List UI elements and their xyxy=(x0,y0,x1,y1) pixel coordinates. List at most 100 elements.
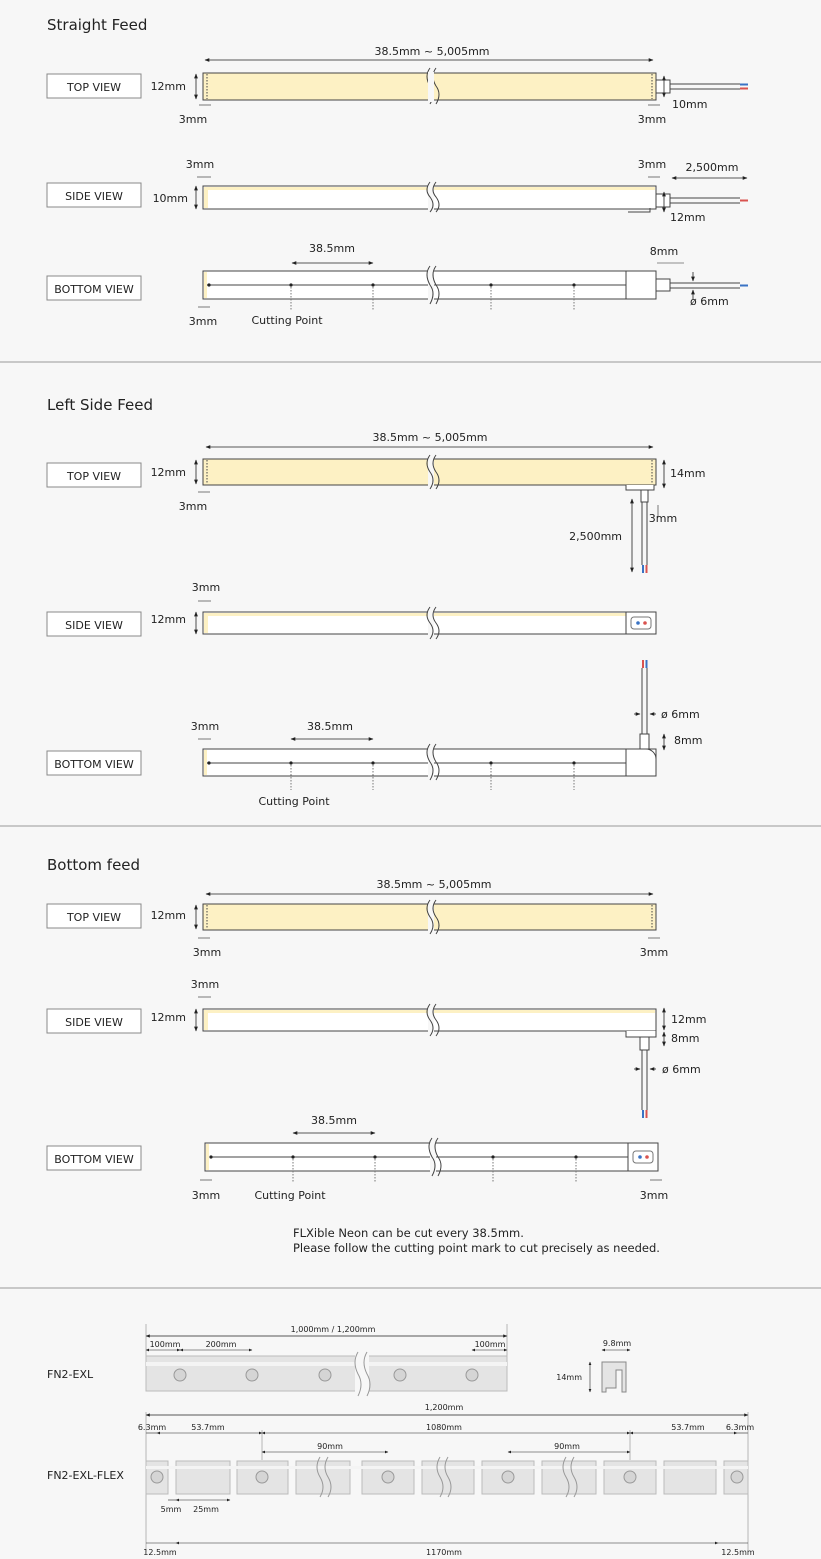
section-title: Straight Feed xyxy=(47,16,147,34)
end-cap xyxy=(628,208,651,213)
bottom-side-view: SIDE VIEW 12mm 3mm 12mm 8mm ø 6mm xyxy=(46,978,706,1118)
flex-pitch-left-label: 90mm xyxy=(317,1442,343,1451)
end-cap xyxy=(655,193,671,208)
cutting-point xyxy=(572,283,576,287)
view-label: TOP VIEW xyxy=(66,470,121,483)
view-label: TOP VIEW xyxy=(66,81,121,94)
flex-gap-label: 5mm xyxy=(161,1505,182,1514)
exl-name: FN2-EXL xyxy=(47,1368,94,1381)
left-margin-label: 3mm xyxy=(179,113,207,126)
left-margin-label: 3mm xyxy=(189,315,217,328)
led-face xyxy=(204,272,207,298)
cable-dia-label: ø 6mm xyxy=(690,295,729,308)
wire-red xyxy=(643,621,647,625)
section-straight-feed: Straight Feed TOP VIEW 38.5mm ~ 5,005mm … xyxy=(46,16,748,328)
left-margin-label: 3mm xyxy=(192,581,220,594)
break-gap xyxy=(428,607,434,639)
left-top-view: TOP VIEW 38.5mm ~ 5,005mm 12mm 14mm 3mm … xyxy=(46,431,705,573)
cutting-points xyxy=(207,761,576,790)
flex-left-edge-label: 6.3mm xyxy=(138,1423,167,1432)
cable-gland xyxy=(640,489,649,503)
view-label: BOTTOM VIEW xyxy=(54,283,134,296)
mounting-hole xyxy=(150,1470,164,1484)
right-margin-label: 3mm xyxy=(640,946,668,959)
section-left-side-feed: Left Side Feed TOP VIEW 38.5mm ~ 5,005mm… xyxy=(46,396,705,808)
break-mark xyxy=(426,454,434,490)
view-label: BOTTOM VIEW xyxy=(54,758,134,771)
view-label-box xyxy=(46,275,142,301)
mounting-hole xyxy=(501,1470,515,1484)
left-margin-label: 3mm xyxy=(193,946,221,959)
right-margin-label: 3mm xyxy=(638,113,666,126)
mounting-hole xyxy=(173,1368,187,1382)
break-mark xyxy=(426,265,434,305)
flex-bottom-middle-label: 1170mm xyxy=(426,1548,462,1557)
view-label-box xyxy=(46,1145,142,1171)
flex-left-first-label: 53.7mm xyxy=(191,1423,225,1432)
section-title: Left Side Feed xyxy=(47,396,153,414)
end-cap xyxy=(655,79,671,94)
end-cap-label: 8mm xyxy=(671,1032,699,1045)
break-mark xyxy=(432,265,440,305)
view-label-box xyxy=(46,750,142,776)
profile-shape xyxy=(601,1361,627,1393)
profile-width-label: 9.8mm xyxy=(603,1339,632,1348)
mounting-hole xyxy=(393,1368,407,1382)
flex-middle-label: 1080mm xyxy=(426,1423,462,1432)
view-label: SIDE VIEW xyxy=(65,190,123,203)
end-cap xyxy=(625,270,657,300)
exl-total-label: 1,000mm / 1,200mm xyxy=(291,1325,376,1334)
break-gap xyxy=(428,266,434,304)
cutting-points xyxy=(207,283,576,310)
mounting-hole xyxy=(245,1368,259,1382)
view-label: BOTTOM VIEW xyxy=(54,1153,134,1166)
break-mark xyxy=(432,181,440,213)
break-gap xyxy=(428,72,434,102)
flex-right-edge-label: 6.3mm xyxy=(726,1423,755,1432)
view-label-box xyxy=(46,462,142,488)
end-cap xyxy=(625,748,657,777)
cutting-point xyxy=(371,283,375,287)
mounting-hole xyxy=(381,1470,395,1484)
flex-right-first-label: 53.7mm xyxy=(671,1423,705,1432)
left-bottom-view: BOTTOM VIEW xyxy=(46,660,702,808)
cable-dia-label: ø 6mm xyxy=(661,708,700,721)
exl-profile: 9.8mm 14mm xyxy=(556,1339,632,1393)
mounting-hole xyxy=(623,1470,637,1484)
height-label: 10mm xyxy=(672,98,707,111)
cutting-point xyxy=(489,283,493,287)
cutting-note-line2: Please follow the cutting point mark to … xyxy=(293,1241,660,1255)
cutting-note-line1: FLXible Neon can be cut every 38.5mm. xyxy=(293,1226,524,1240)
cable-gland xyxy=(639,733,650,750)
exl-last-label: 100mm xyxy=(475,1340,506,1349)
pitch-label: 38.5mm xyxy=(311,1114,357,1127)
cable-label: 2,500mm xyxy=(686,161,739,174)
view-label-box xyxy=(46,903,142,929)
height-label: 10mm xyxy=(153,192,188,205)
base-label: 12mm xyxy=(670,211,705,224)
cutting-point xyxy=(289,283,293,287)
straight-bottom-view: BOTTOM VIEW xyxy=(46,242,748,328)
exl-first-label: 100mm xyxy=(150,1340,181,1349)
end-cap-label: 8mm xyxy=(650,245,678,258)
straight-top-view: TOP VIEW 38.5mm ~ 5,005mm 12mm 10mm 3mm … xyxy=(46,45,748,126)
exl-flex-channel: FN2-EXL-FLEX 1,200mm 6.3mm 53.7mm 1080mm… xyxy=(47,1403,755,1557)
break-mark xyxy=(426,181,434,213)
width-label: 12mm xyxy=(151,466,186,479)
end-cap xyxy=(625,485,655,491)
section-bottom-feed: Bottom feed TOP VIEW 38.5mm ~ 5,005mm 12… xyxy=(46,856,706,1255)
led-face xyxy=(204,187,208,208)
cable-dia-label: ø 6mm xyxy=(662,1063,701,1076)
flex-total-label: 1,200mm xyxy=(425,1403,464,1412)
bottom-top-view: TOP VIEW 38.5mm ~ 5,005mm 12mm 3mm 3mm xyxy=(46,878,668,959)
width-label: 12mm xyxy=(151,909,186,922)
break-gap xyxy=(428,182,434,212)
view-label-box xyxy=(46,611,142,637)
cutting-point xyxy=(207,283,211,287)
flex-pitch-right-label: 90mm xyxy=(554,1442,580,1451)
left-margin-label: 3mm xyxy=(191,978,219,991)
break-mark xyxy=(432,454,440,490)
mounting-hole xyxy=(465,1368,479,1382)
exl-channel: FN2-EXL 1,000mm / 1,200mm 100mm 200mm 10… xyxy=(47,1324,632,1397)
